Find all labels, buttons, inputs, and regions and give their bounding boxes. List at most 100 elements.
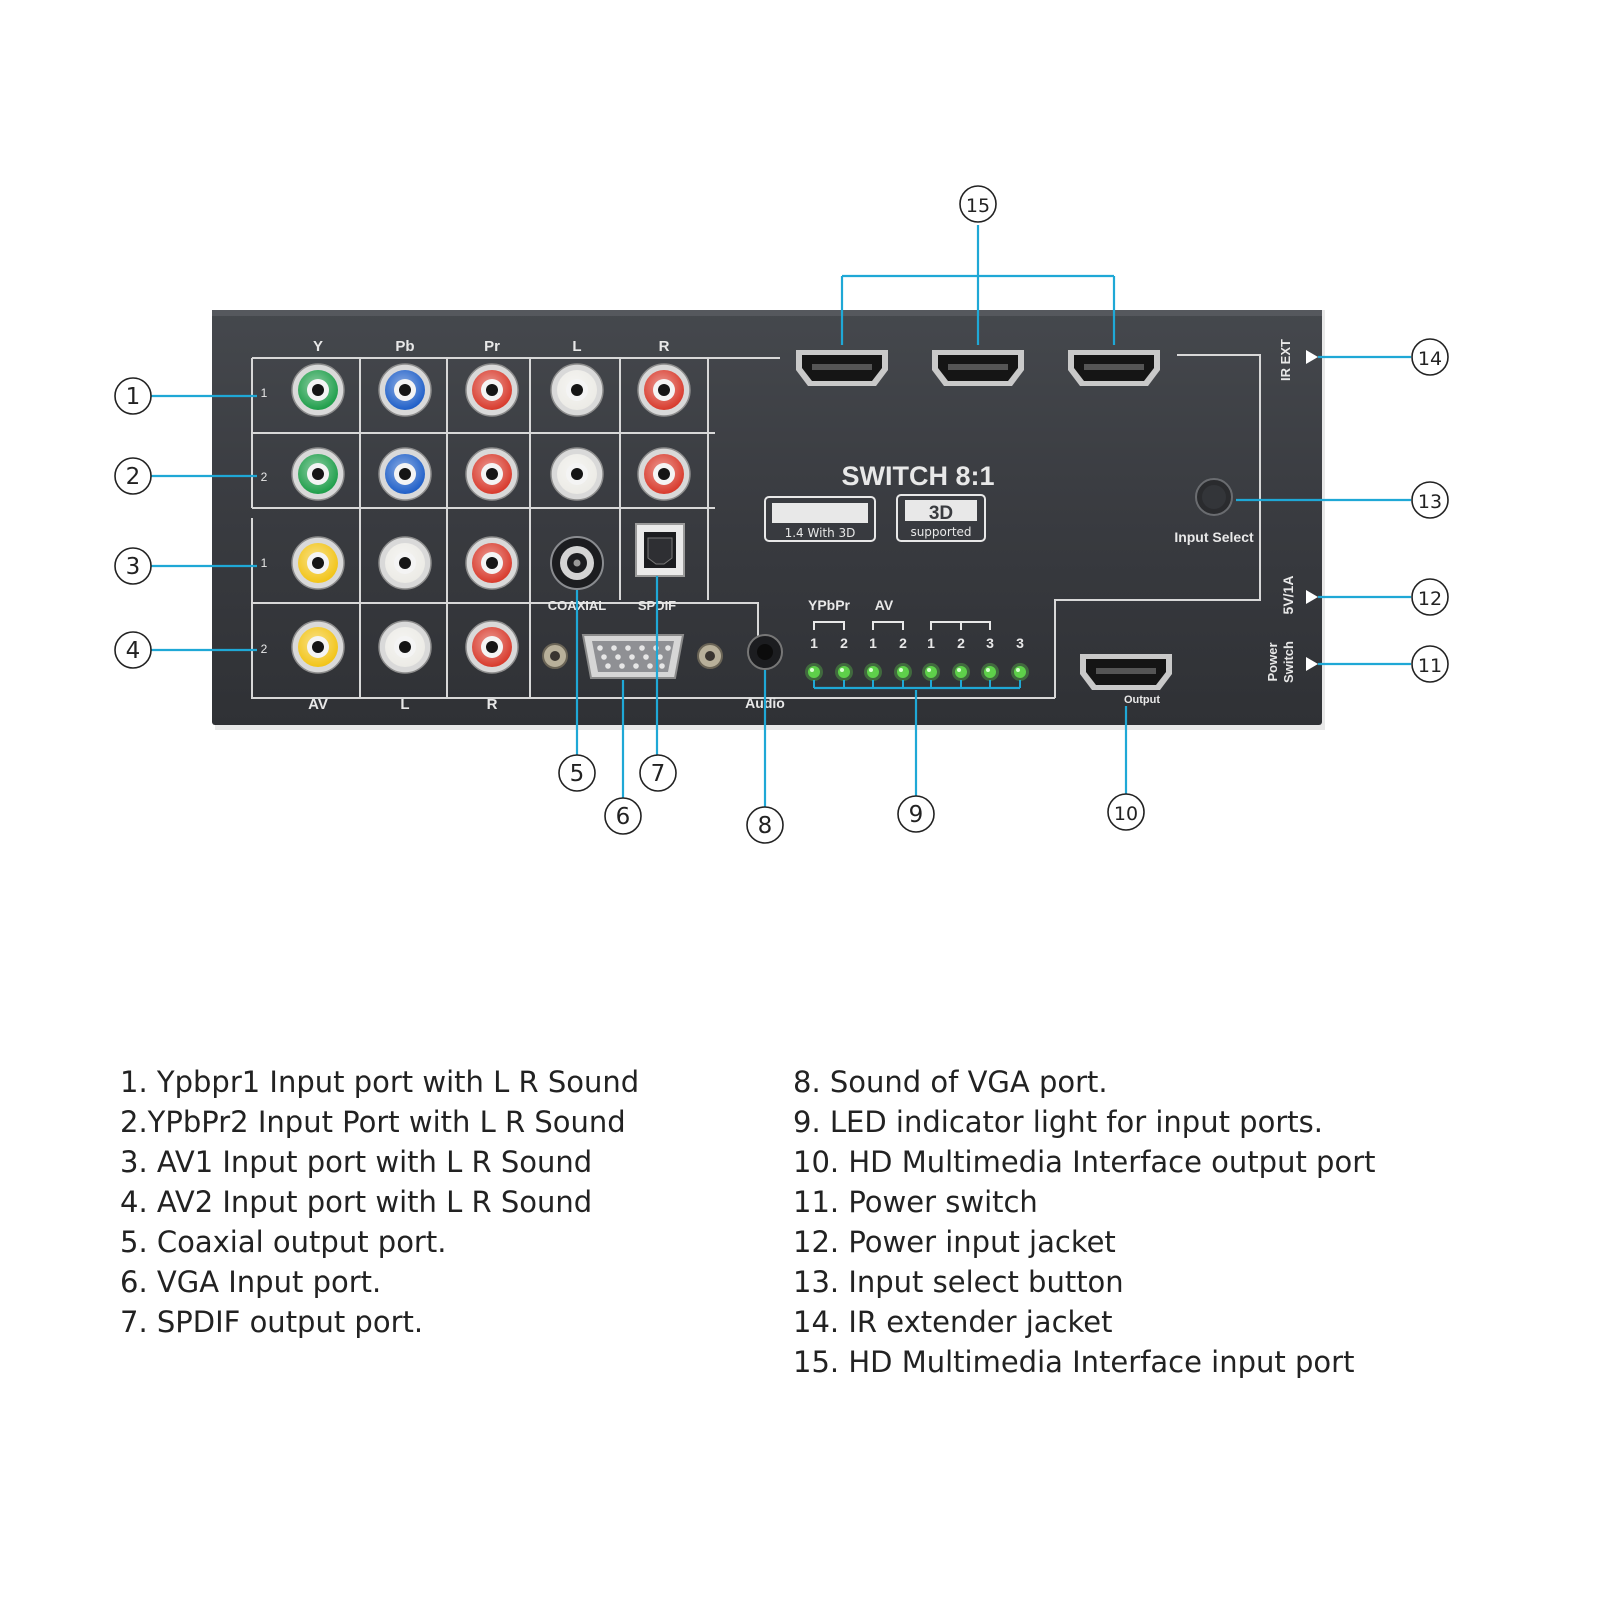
callout-marker-8: 8 [746, 806, 784, 844]
led-group-av: AV [875, 597, 894, 613]
side-arrows [1306, 350, 1318, 671]
legend-item: 14. IR extender jacket [793, 1305, 1113, 1339]
rca-jack [637, 363, 691, 417]
power-switch-label-2: Switch [1281, 641, 1296, 683]
hdmi-input-port [796, 350, 888, 386]
legend-left-column: 1. Ypbpr1 Input port with L R Sound 2.YP… [120, 1062, 639, 1342]
jack-grid-frame [251, 354, 1261, 699]
callout-number: 3 [126, 554, 141, 580]
vga-pin [643, 654, 649, 660]
device-title: SWITCH 8:1 [841, 461, 994, 491]
led-light [922, 663, 940, 688]
callout-marker-5: 5 [558, 754, 596, 792]
vga-pin [647, 663, 653, 669]
callout-number: 5 [570, 761, 585, 787]
legend-item: 6. VGA Input port. [120, 1265, 382, 1299]
row-number-3: 1 [261, 556, 268, 570]
callout-number: 10 [1114, 803, 1138, 825]
led-number: 1 [810, 635, 818, 651]
legend-item: 5. Coaxial output port. [120, 1225, 447, 1259]
rca-jack [378, 447, 432, 501]
rca-jack [465, 536, 519, 590]
rca-jack [637, 447, 691, 501]
legend-item: 9. LED indicator light for input ports. [793, 1105, 1323, 1139]
vga-pin [665, 645, 671, 651]
callout-number: 8 [758, 813, 773, 839]
hdmi-badge-text: 1.4 With 3D [785, 526, 856, 540]
3d-badge-main: 3D [929, 503, 953, 524]
spdif-port [635, 523, 685, 577]
vga-pin [619, 663, 625, 669]
led-light [805, 663, 823, 688]
led-light [952, 663, 970, 688]
rca-jack [378, 620, 432, 674]
legend-item: 3. AV1 Input port with L R Sound [120, 1145, 593, 1179]
row-number-4: 2 [261, 642, 268, 656]
rca-jack [378, 536, 432, 590]
row-number-1: 1 [261, 386, 268, 400]
row-number-2: 2 [261, 470, 268, 484]
power-switch-label-1: Power [1265, 642, 1280, 681]
ir-ext-label: IR EXT [1278, 339, 1293, 381]
vga-pin [611, 645, 617, 651]
rca-jack [291, 536, 345, 590]
callout-marker-4: 4 [114, 631, 152, 669]
power-switch-arrow-icon [1306, 657, 1318, 671]
callout-number: 6 [616, 804, 631, 830]
callout-number: 14 [1418, 348, 1442, 370]
3d-badge-sub: supported [910, 525, 971, 539]
header-r: R [659, 338, 670, 355]
callout-marker-3: 3 [114, 547, 152, 585]
vga-pin [625, 645, 631, 651]
vga-audio-jack [747, 634, 783, 670]
rca-jack [291, 363, 345, 417]
callout-number: 2 [126, 464, 141, 490]
header-pb: Pb [395, 338, 414, 355]
vga-pins [597, 645, 671, 669]
callout-marker-7: 7 [639, 754, 677, 792]
callout-marker-11: 11 [1411, 645, 1449, 683]
vga-pin [615, 654, 621, 660]
led-number: 1 [869, 635, 877, 651]
power-input-label: 5V/1A [1280, 576, 1296, 615]
header-l: L [572, 338, 581, 355]
callout-marker-14: 14 [1411, 338, 1449, 376]
vga-pin [629, 654, 635, 660]
callout-lines [150, 225, 1411, 807]
legend-item: 15. HD Multimedia Interface input port [793, 1345, 1355, 1379]
hdmi-output-port [1080, 654, 1172, 690]
hdmi-badge: 1.4 With 3D [764, 496, 876, 542]
callout-marker-2: 2 [114, 457, 152, 495]
led-group-ypbpr: YPbPr [808, 597, 851, 613]
led-number: 1 [927, 635, 935, 651]
led-light [835, 663, 853, 688]
vga-pin [605, 663, 611, 669]
callout-marker-1: 1 [114, 377, 152, 415]
hdmi-input-port [932, 350, 1024, 386]
legend-item: 11. Power switch [793, 1185, 1038, 1219]
side-labels: IR EXT 5V/1A Power Switch [1265, 339, 1296, 683]
legend-item: 10. HD Multimedia Interface output port [793, 1145, 1376, 1179]
callout-number: 13 [1418, 491, 1442, 513]
legend-item: 13. Input select button [793, 1265, 1124, 1299]
callout-marker-9: 9 [897, 795, 935, 833]
vga-pin [601, 654, 607, 660]
legend-right-column: 8. Sound of VGA port. 9. LED indicator l… [793, 1062, 1376, 1382]
led-number: 3 [986, 635, 994, 651]
rca-jack [465, 620, 519, 674]
vga-pin [633, 663, 639, 669]
vga-pin [659, 663, 665, 669]
callout-number: 1 [126, 384, 141, 410]
legend-item: 12. Power input jacket [793, 1225, 1116, 1259]
hdmi-input-port [1068, 350, 1160, 386]
rca-jack [465, 447, 519, 501]
hdmi-ports [796, 350, 1172, 690]
led-number: 2 [840, 635, 848, 651]
vga-pin [639, 645, 645, 651]
rca-jack [550, 447, 604, 501]
coaxial-jack [550, 536, 604, 590]
legend-item: 2.YPbPr2 Input Port with L R Sound [120, 1105, 626, 1139]
